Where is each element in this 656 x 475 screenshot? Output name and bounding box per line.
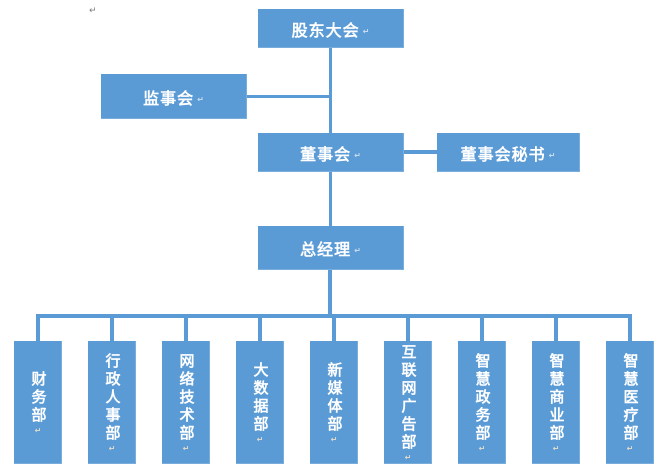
org-node-dept-smart-government[interactable]: 智慧政务部 ↵ <box>458 341 506 464</box>
line-break-mark-icon: ↵ <box>256 434 264 444</box>
connector-shareholders-to-board <box>329 47 332 133</box>
node-label: 监事会 <box>143 90 195 108</box>
connector-board-to-gm <box>329 171 332 226</box>
connector-drop-4 <box>258 314 262 342</box>
connector-drop-6 <box>406 314 410 342</box>
node-label: 董事会秘书 <box>460 146 546 164</box>
connector-drop-7 <box>480 314 484 342</box>
node-label: 智慧商业部 <box>547 352 565 443</box>
line-break-mark-icon: ↵ <box>182 443 190 453</box>
org-node-dept-big-data[interactable]: 大数据部 ↵ <box>236 341 284 464</box>
org-node-dept-smart-medical[interactable]: 智慧医疗部 ↵ <box>606 341 654 464</box>
connector-drop-3 <box>184 314 188 342</box>
line-break-mark-icon: ↵ <box>330 434 338 444</box>
line-break-mark-icon: ↵ <box>362 26 371 36</box>
org-node-board-of-directors[interactable]: 董事会 ↵ <box>258 133 404 172</box>
node-label: 股东大会 <box>291 22 360 40</box>
connector-supervisory-branch <box>246 95 330 98</box>
connector-drop-1 <box>36 314 40 342</box>
line-break-mark-icon: ↵ <box>404 452 412 462</box>
line-break-mark-icon: ↵ <box>354 150 362 160</box>
line-break-mark-icon: ↵ <box>552 443 560 453</box>
node-label: 财务部 <box>29 370 47 425</box>
org-node-supervisory-board[interactable]: 监事会 ↵ <box>101 74 247 119</box>
connector-drop-9 <box>628 314 632 342</box>
org-node-dept-network-tech[interactable]: 网络技术部 ↵ <box>162 341 210 464</box>
node-label: 智慧政务部 <box>473 352 491 443</box>
connector-gm-to-bus <box>328 270 332 316</box>
org-node-dept-new-media[interactable]: 新媒体部 ↵ <box>310 341 358 464</box>
node-label: 大数据部 <box>251 361 269 434</box>
line-break-mark-icon: ↵ <box>197 94 205 104</box>
line-break-mark-icon: ↵ <box>108 443 116 453</box>
org-node-dept-finance[interactable]: 财务部 ↵ <box>14 341 62 464</box>
node-label: 网络技术部 <box>177 352 195 443</box>
org-node-general-manager[interactable]: 总经理 ↵ <box>258 226 404 270</box>
line-break-mark-icon: ↵ <box>34 425 42 435</box>
line-break-mark-icon: ↵ <box>626 443 634 453</box>
node-label: 新媒体部 <box>325 361 343 434</box>
line-break-mark-icon: ↵ <box>478 443 486 453</box>
node-label: 行政人事部 <box>103 352 121 443</box>
org-node-dept-internet-ads[interactable]: 互联网广告部 ↵ <box>384 341 432 464</box>
connector-board-to-secretary <box>403 150 437 154</box>
line-break-mark-icon: ↵ <box>354 246 362 255</box>
node-label: 董事会 <box>300 146 352 164</box>
line-break-mark-icon: ↵ <box>548 150 557 160</box>
node-label: 互联网广告部 <box>399 343 417 452</box>
node-label: 总经理 <box>300 242 352 259</box>
node-label: 智慧医疗部 <box>621 352 639 443</box>
org-node-shareholders-meeting[interactable]: 股东大会 ↵ <box>258 9 404 48</box>
line-break-mark-icon: ↵ <box>89 5 97 15</box>
org-node-board-secretary[interactable]: 董事会秘书 ↵ <box>437 133 580 172</box>
connector-drop-2 <box>110 314 114 342</box>
org-node-dept-smart-business[interactable]: 智慧商业部 ↵ <box>532 341 580 464</box>
org-node-dept-admin-hr[interactable]: 行政人事部 ↵ <box>88 341 136 464</box>
connector-drop-5 <box>332 314 336 342</box>
connector-drop-8 <box>554 314 558 342</box>
